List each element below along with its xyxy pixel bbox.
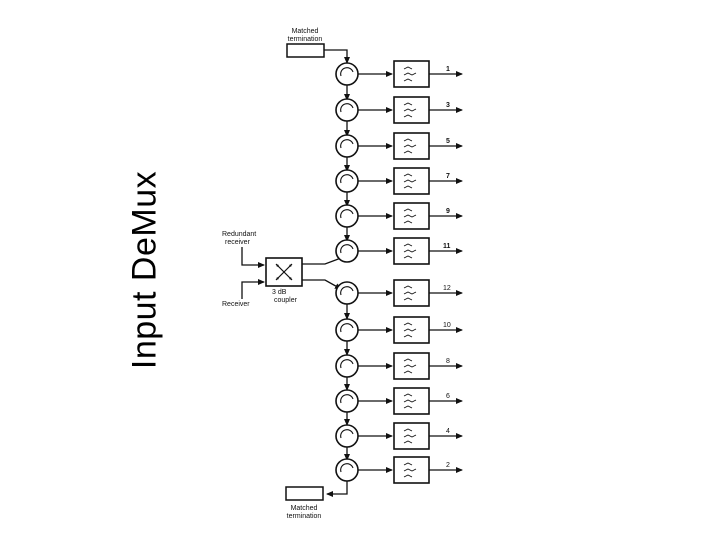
- redundant-receiver-label-line2: receiver: [225, 239, 251, 246]
- circulator: [335, 169, 359, 193]
- channel-branch-6: 6: [335, 387, 463, 415]
- channel-label: 10: [443, 322, 451, 329]
- channel-branch-1: 1: [335, 60, 463, 88]
- channel-label: 11: [443, 243, 451, 250]
- circulator: [335, 281, 359, 305]
- channel-label: 6: [446, 393, 450, 400]
- top-matched-termination: Matched termination: [286, 28, 350, 64]
- top-termination-connector: [324, 49, 350, 64]
- circulator: [335, 239, 359, 263]
- circulator: [335, 62, 359, 86]
- coupler-box: [265, 257, 303, 287]
- channel-label: 5: [446, 138, 450, 145]
- channel-filter: [393, 387, 430, 415]
- channel-branch-10: 10: [335, 316, 463, 344]
- channel-branch-7: 7: [335, 167, 463, 195]
- top-termination-label-line2: termination: [288, 36, 323, 43]
- channel-label: 8: [446, 358, 450, 365]
- bottom-termination-connector: [326, 481, 348, 497]
- channel-label: 7: [446, 173, 450, 180]
- coupler-output-upper: [302, 257, 342, 265]
- channel-filter: [393, 132, 430, 160]
- channel-filter: [393, 316, 430, 344]
- receiver-label: Receiver: [222, 301, 250, 308]
- circulator: [335, 134, 359, 158]
- three-db-coupler: 3 dB coupler: [265, 257, 303, 304]
- channel-branch-5: 5: [335, 132, 463, 160]
- channel-filter: [393, 96, 430, 124]
- channel-filter: [393, 279, 430, 307]
- channel-branch-2: 2: [335, 456, 463, 484]
- odd-channel-branches: 1 3 5 7: [335, 60, 463, 265]
- input-section: Redundant receiver Receiver 3 dB coupler: [222, 231, 342, 308]
- circulator: [335, 354, 359, 378]
- channel-filter: [393, 167, 430, 195]
- channel-branch-12: 12: [335, 279, 463, 307]
- channel-filter: [393, 422, 430, 450]
- circulator: [335, 204, 359, 228]
- redundant-receiver-line: [241, 247, 265, 268]
- channel-filter: [393, 202, 430, 230]
- coupler-output-lower: [302, 279, 342, 290]
- channel-label: 9: [446, 208, 450, 215]
- channel-label: 3: [446, 102, 450, 109]
- channel-filter: [393, 237, 430, 265]
- bottom-termination-label-line1: Matched: [291, 505, 318, 512]
- coupler-label-line2: coupler: [274, 297, 298, 304]
- channel-branch-3: 3: [335, 96, 463, 124]
- receiver-line: [241, 279, 265, 299]
- circulator: [335, 98, 359, 122]
- channel-label: 4: [446, 428, 450, 435]
- even-channel-branches: 12 10 8 6: [335, 279, 463, 484]
- bottom-termination-label-line2: termination: [287, 513, 322, 520]
- circulator: [335, 389, 359, 413]
- channel-label: 2: [446, 462, 450, 469]
- redundant-receiver-label-line1: Redundant: [222, 231, 256, 238]
- channel-branch-4: 4: [335, 422, 463, 450]
- coupler-label-line1: 3 dB: [272, 289, 287, 296]
- circulator: [335, 318, 359, 342]
- circulator: [335, 424, 359, 448]
- channel-filter: [393, 60, 430, 88]
- channel-branch-11: 11: [335, 237, 463, 265]
- channel-filter: [393, 352, 430, 380]
- channel-branch-8: 8: [335, 352, 463, 380]
- channel-label: 12: [443, 285, 451, 292]
- top-termination-label-line1: Matched: [292, 28, 319, 35]
- top-termination-load: [286, 43, 325, 58]
- channel-label: 1: [446, 66, 450, 73]
- bottom-termination-load: [285, 486, 324, 501]
- channel-filter: [393, 456, 430, 484]
- circulator: [335, 458, 359, 482]
- bottom-matched-termination: Matched termination: [285, 481, 348, 520]
- channel-branch-9: 9: [335, 202, 463, 230]
